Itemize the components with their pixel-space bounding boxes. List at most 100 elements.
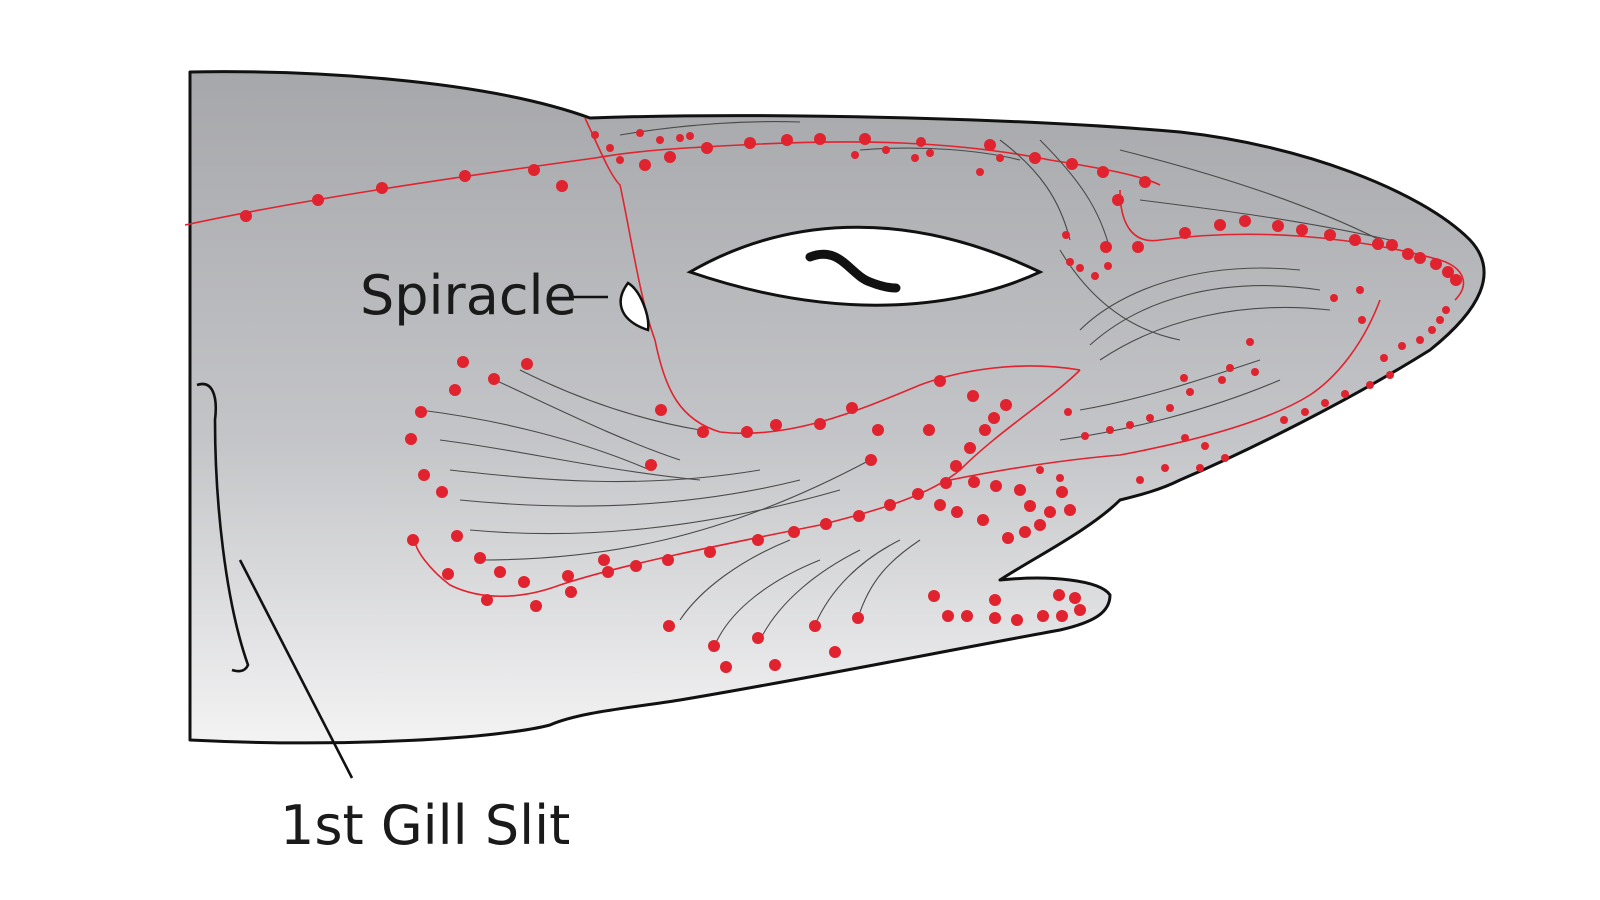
pore-dot (1201, 442, 1209, 450)
pore-dot (1100, 241, 1112, 253)
jaw-canal (949, 299, 1381, 481)
pore-dot (884, 499, 896, 511)
pore-dot (591, 131, 599, 139)
pore-dot (436, 486, 448, 498)
pore-dot (1036, 466, 1044, 474)
pore-dot (961, 610, 973, 622)
pore-dot (1037, 610, 1049, 622)
pore-dot (967, 390, 979, 402)
pore-dot (1029, 152, 1041, 164)
pore-dot (676, 134, 684, 142)
pore-dot (1136, 476, 1144, 484)
pore-dot (1296, 224, 1308, 236)
pore-dot (1321, 399, 1329, 407)
pore-dot (1056, 486, 1068, 498)
pore-dot (1386, 371, 1394, 379)
pore-dot (1126, 421, 1134, 429)
pore-dot (964, 442, 976, 454)
pore-dot (1161, 464, 1169, 472)
pore-dot (882, 146, 890, 154)
pore-dot (851, 151, 859, 159)
pore-dot (451, 530, 463, 542)
pore-dot (984, 139, 996, 151)
pore-dot (1366, 381, 1374, 389)
pore-dot (488, 373, 500, 385)
pore-dot (662, 554, 674, 566)
pore-dot (1324, 229, 1336, 241)
pore-dot (853, 510, 865, 522)
pore-dot (449, 384, 461, 396)
pore-dot (950, 460, 962, 472)
pore-dot (865, 454, 877, 466)
pore-dot (528, 164, 540, 176)
pore-dot (1380, 354, 1388, 362)
pore-dot (1430, 258, 1442, 270)
pore-dot (951, 506, 963, 518)
pore-dot (1358, 316, 1366, 324)
pore-dot (1414, 252, 1426, 264)
pore-dot (1034, 519, 1046, 531)
pore-dot (1239, 215, 1251, 227)
pore-dot (872, 424, 884, 436)
pore-dot (934, 375, 946, 387)
pore-dot (829, 646, 841, 658)
pore-dot (912, 488, 924, 500)
pore-dot (655, 404, 667, 416)
pore-dot (1066, 258, 1074, 266)
pore-dot (494, 566, 506, 578)
pore-dot (1074, 604, 1086, 616)
pore-dot (1019, 526, 1031, 538)
pore-dot (1091, 272, 1099, 280)
pore-dot (1112, 194, 1124, 206)
pore-dot (990, 480, 1002, 492)
pore-dot (911, 154, 919, 162)
pore-dot (814, 418, 826, 430)
pore-dot (752, 632, 764, 644)
pore-dot (656, 136, 664, 144)
pore-dot (1014, 484, 1026, 496)
pore-dot (859, 133, 871, 145)
pore-dot (481, 594, 493, 606)
pore-dot (846, 402, 858, 414)
pore-dot (1132, 241, 1144, 253)
pore-dot (940, 477, 952, 489)
pore-dot (1064, 408, 1072, 416)
pore-dot (1214, 219, 1226, 231)
pore-dot (1044, 506, 1056, 518)
pore-dot (606, 144, 614, 152)
pore-dot (474, 552, 486, 564)
pore-dot (1179, 227, 1191, 239)
pore-dot (708, 640, 720, 652)
pore-dot (781, 134, 793, 146)
spiracle-opening (619, 281, 650, 332)
pore-dot (616, 156, 624, 164)
pore-dot (1011, 614, 1023, 626)
eye (686, 225, 1044, 307)
pore-dot (636, 129, 644, 137)
pore-dot (518, 576, 530, 588)
pore-dot (1218, 376, 1226, 384)
pore-dot (1064, 504, 1076, 516)
pupil (805, 249, 901, 293)
pore-dot (976, 168, 984, 176)
pore-dot (741, 426, 753, 438)
pore-dot (1069, 592, 1081, 604)
pore-dot (1272, 220, 1284, 232)
pore-dot (415, 406, 427, 418)
pore-dot (923, 424, 935, 436)
pore-dot (988, 412, 1000, 424)
pore-dot (1356, 286, 1364, 294)
pore-dot (1186, 388, 1194, 396)
pore-dot (639, 159, 651, 171)
pore-dot (704, 546, 716, 558)
pore-dot (1301, 408, 1309, 416)
pore-dot (457, 356, 469, 368)
pore-dot (686, 132, 694, 140)
pore-dot (788, 526, 800, 538)
pore-dot (1056, 610, 1068, 622)
pore-dot (565, 586, 577, 598)
pore-dot (630, 560, 642, 572)
pore-dot (1280, 416, 1288, 424)
pore-dot (442, 568, 454, 580)
